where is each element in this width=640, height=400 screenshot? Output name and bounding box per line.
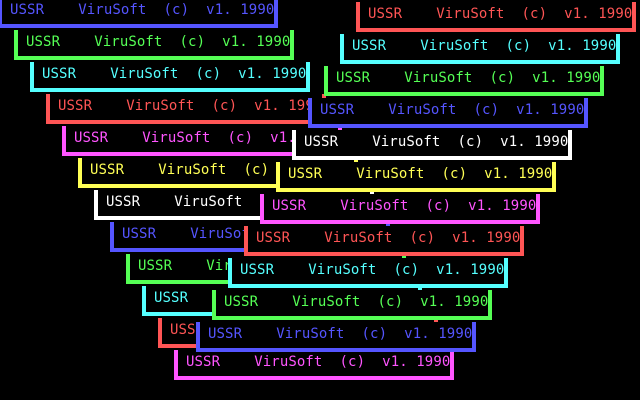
banner-label: USSR ViruSoft (c) v1. 1990 [208, 326, 473, 342]
banner-label: USSR ViruSoft (c) v1. 1990 [224, 294, 489, 310]
banner-box: USSR ViruSoft (c) v1. 1990 [174, 350, 454, 380]
banner-label: USSR ViruSoft (c) v1. 1990 [10, 2, 275, 18]
banner-box: USSR ViruSoft (c) v1. 1990 [292, 130, 572, 160]
banner-label: USSR ViruSoft (c) v1. 1990 [240, 262, 505, 278]
banner-label: USSR ViruSoft (c) v1. 1990 [272, 198, 537, 214]
banner-box: USSR ViruSoft (c) v1. 1990 [196, 322, 476, 352]
banner-box: USSR ViruSoft (c) v1. 1990 [228, 258, 508, 288]
banner-label: USSR ViruSoft (c) v1. 1990 [42, 66, 307, 82]
banner-label: USSR ViruSoft (c) v1. 1990 [368, 6, 633, 22]
banner-label: USSR ViruSoft (c) v1. 1990 [320, 102, 585, 118]
banner-label: USSR ViruSoft (c) v1. 1990 [304, 134, 569, 150]
banner-box: USSR ViruSoft (c) v1. 1990 [308, 98, 588, 128]
banner-label: USSR ViruSoft (c) v1. 1990 [58, 98, 323, 114]
banner-box: USSR ViruSoft (c) v1. 1990 [276, 162, 556, 192]
banner-label: USSR ViruSoft (c) v1. 1990 [352, 38, 617, 54]
banner-label: USSR ViruSoft (c) v1. 1990 [336, 70, 601, 86]
banner-box: USSR ViruSoft (c) v1. 1990 [46, 94, 326, 124]
banner-label: USSR ViruSoft (c) v1. 1990 [26, 34, 291, 50]
banner-box: USSR ViruSoft (c) v1. 1990 [324, 66, 604, 96]
banner-box: USSR ViruSoft (c) v1. 1990 [0, 0, 278, 28]
banner-label: USSR ViruSoft (c) v1. 1990 [256, 230, 521, 246]
banner-box: USSR ViruSoft (c) v1. 1990 [356, 2, 636, 32]
banner-box: USSR ViruSoft (c) v1. 1990 [260, 194, 540, 224]
banner-box: USSR ViruSoft (c) v1. 1990 [14, 30, 294, 60]
banner-label: USSR ViruSoft (c) v1. 1990 [288, 166, 553, 182]
banner-box: USSR ViruSoft (c) v1. 1990 [244, 226, 524, 256]
banner-box: USSR ViruSoft (c) v1. 1990 [340, 34, 620, 64]
banner-box: USSR ViruSoft (c) v1. 1990 [30, 62, 310, 92]
banner-box: USSR ViruSoft (c) v1. 1990 [212, 290, 492, 320]
banner-label: USSR ViruSoft (c) v1. 1990 [186, 354, 451, 370]
